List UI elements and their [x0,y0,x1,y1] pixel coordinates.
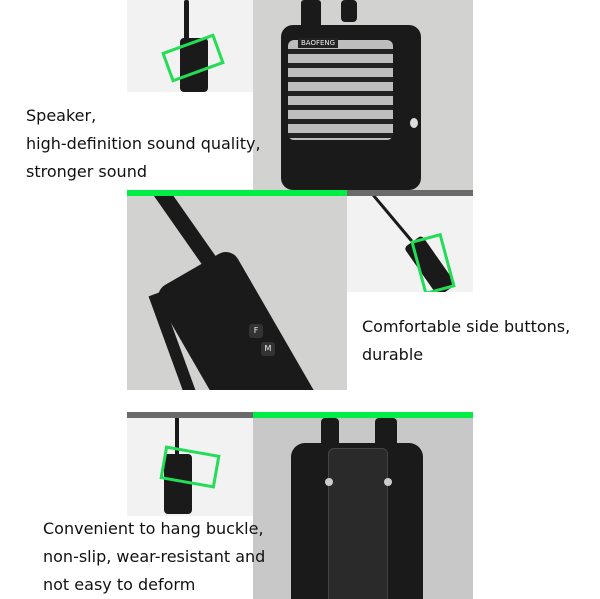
radio-knob-icon [341,0,357,22]
speaker-grille [288,40,393,140]
divider-dark [347,190,473,196]
side-buttons-photo: F M [127,196,347,390]
belt-clip-thumbnail [127,418,253,516]
button-m: M [261,342,275,356]
caption-line: Convenient to hang buckle, [43,519,264,538]
belt-clip-photo [253,418,473,599]
side-buttons-caption: Comfortable side buttons, durable [362,313,570,369]
divider-green [253,412,473,418]
speaker-thumbnail [127,0,253,92]
radio-antenna-icon [184,0,189,40]
radio-body-icon [180,38,208,92]
speaker-caption: Speaker, high-definition sound quality, … [26,102,261,186]
caption-line: Comfortable side buttons, [362,317,571,336]
radio-antenna-icon [175,418,179,456]
divider-green [127,190,347,196]
divider-dark [127,412,253,418]
radio-body-icon [164,454,192,514]
screw-icon [384,478,392,486]
screw-icon [325,478,333,486]
caption-line: stronger sound [26,162,147,181]
caption-line: high-definition sound quality, [26,134,261,153]
speaker-photo: BAOFENG [253,0,473,190]
caption-line: non-slip, wear-resistant and [43,547,266,566]
caption-line: Speaker, [26,106,97,125]
radio-antenna-icon [375,418,397,448]
radio-side-button-icon [410,118,418,128]
radio-knob-icon [321,418,339,448]
highlight-box [410,232,456,292]
side-buttons-thumbnail [347,196,473,292]
caption-line: durable [362,345,424,364]
brand-label: BAOFENG [298,38,339,48]
caption-line: not easy to deform [43,575,196,594]
belt-clip-caption: Convenient to hang buckle, non-slip, wea… [43,515,265,599]
belt-clip-icon [328,448,388,599]
radio-antenna-icon [372,196,413,242]
button-f: F [249,324,263,338]
